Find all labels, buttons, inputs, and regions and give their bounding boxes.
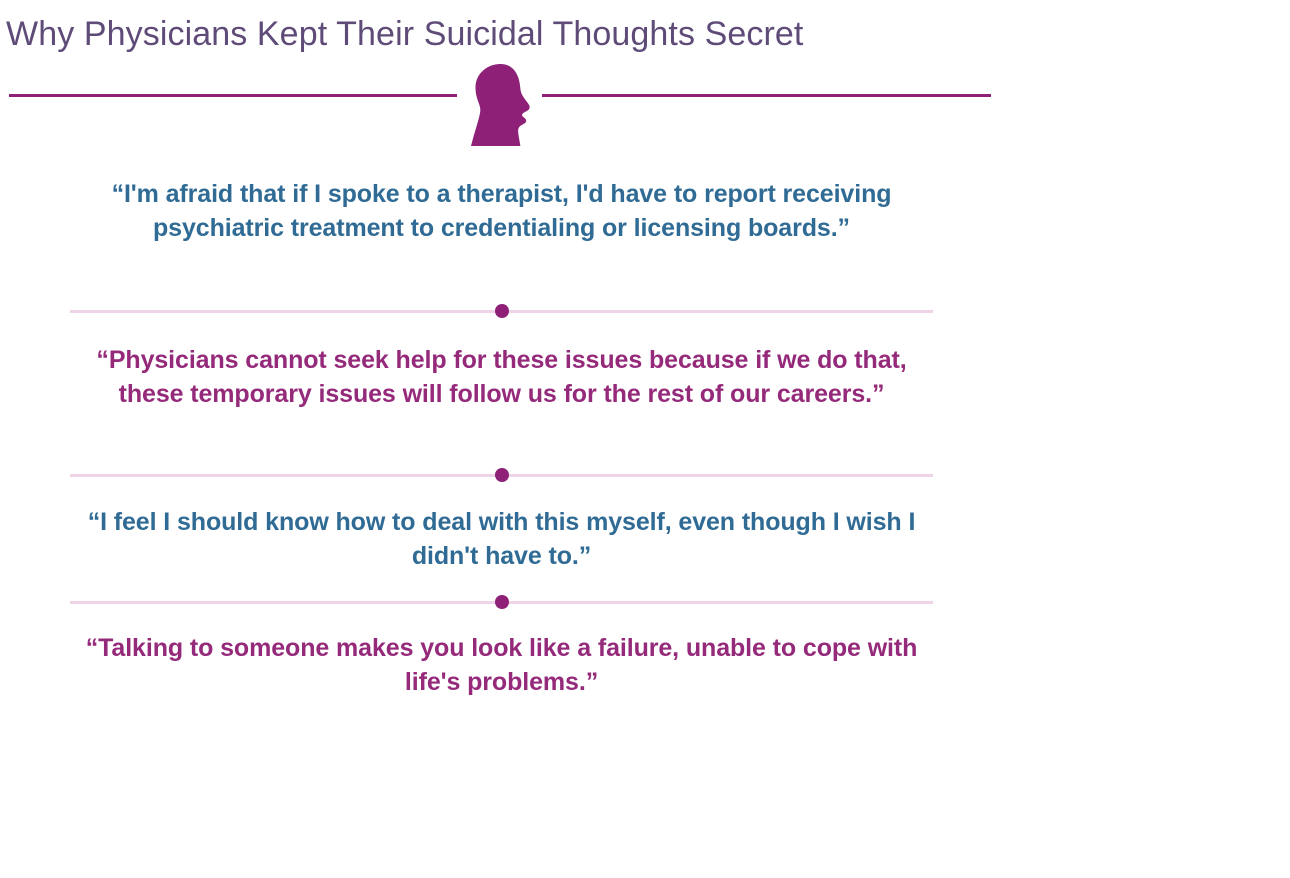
divider-dot-icon (494, 304, 509, 318)
header-rule-right (542, 94, 991, 97)
header-rule-left (9, 94, 457, 97)
quote-text-4: “Talking to someone makes you look like … (85, 634, 918, 696)
quote-text-3: “I feel I should know how to deal with t… (87, 508, 916, 570)
quote-divider-1 (70, 304, 933, 318)
quote-text-1: “I'm afraid that if I spoke to a therapi… (111, 180, 892, 242)
quote-text-2: “Physicians cannot seek help for these i… (96, 346, 907, 408)
quote-divider-2 (70, 468, 933, 482)
page-title: Why Physicians Kept Their Suicidal Thoug… (6, 15, 804, 53)
divider-dot-icon (494, 468, 509, 482)
quote-divider-3 (70, 595, 933, 609)
divider-dot-icon (494, 595, 509, 609)
head-silhouette-icon (467, 64, 533, 146)
